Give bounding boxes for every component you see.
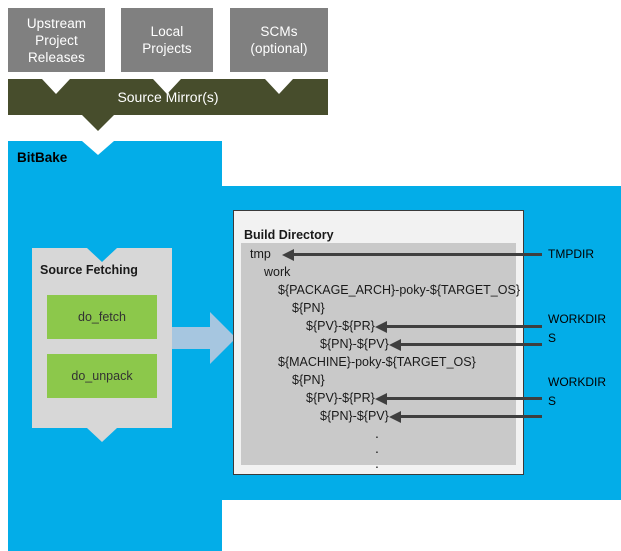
task-do-fetch[interactable]: do_fetch — [47, 295, 157, 339]
callout-arrow-head-icon-tmpdir — [282, 249, 294, 261]
mirror-output-arrow-icon — [82, 115, 114, 131]
source-fetching-output-arrow-icon — [87, 428, 117, 442]
tree-row: ${PN} — [292, 373, 325, 387]
tree-ellipsis-dot: . — [375, 440, 379, 456]
callout-line-workdir-2 — [385, 397, 542, 400]
source-box-line-1: Upstream — [26, 15, 87, 31]
callout-label-workdir-2: WORKDIR — [548, 375, 606, 389]
tree-row: ${PV}-${PR} — [306, 319, 375, 333]
tree-row: ${PACKAGE_ARCH}-poky-${TARGET_OS} — [278, 283, 520, 297]
tree-ellipsis-dot: . — [375, 455, 379, 471]
source-box-line-2: (optional) — [250, 41, 308, 56]
source-mirror-label: Source Mirror(s) — [117, 89, 219, 105]
callout-label-tmpdir: TMPDIR — [548, 247, 594, 261]
callout-arrow-head-icon-workdir-2 — [375, 393, 387, 405]
bitbake-label: BitBake — [17, 150, 68, 165]
tree-row: work — [264, 265, 291, 279]
tree-row: ${PN}-${PV} — [320, 337, 389, 351]
source-box-line-3: Releases — [27, 49, 86, 65]
tree-row: tmp — [250, 247, 271, 261]
source-box-local-projects: Local Projects — [121, 8, 213, 72]
callout-label-s-2: S — [548, 394, 557, 408]
tree-row: ${PN}-${PV} — [320, 409, 389, 423]
callout-line-s-1 — [399, 343, 542, 346]
tree-row: ${PN} — [292, 301, 325, 315]
source-box-line-1: SCMs — [260, 24, 298, 39]
bitbake-region-foot — [8, 500, 222, 551]
source-box-line-1: Local — [150, 24, 184, 39]
task-do-unpack[interactable]: do_unpack — [47, 354, 157, 398]
mirror-notch-icon-1 — [42, 79, 70, 94]
source-box-line-2: Projects — [142, 41, 192, 56]
callout-arrow-head-icon-s-2 — [389, 411, 401, 423]
callout-arrow-head-icon-s-1 — [389, 339, 401, 351]
source-box-line-2: Project — [35, 32, 78, 48]
callout-line-workdir-1 — [385, 325, 542, 328]
callout-label-workdir-1: WORKDIR — [548, 312, 606, 326]
task-do-fetch-label: do_fetch — [78, 310, 126, 324]
callout-line-s-2 — [399, 415, 542, 418]
tree-row: ${PV}-${PR} — [306, 391, 375, 405]
source-box-scms-optional: SCMs (optional) — [230, 8, 328, 72]
tree-row: ${MACHINE}-poky-${TARGET_OS} — [278, 355, 476, 369]
bitbake-region-upper — [8, 141, 222, 186]
callout-arrow-head-icon-workdir-1 — [375, 321, 387, 333]
tree-ellipsis-dot: . — [375, 425, 379, 441]
build-directory-title: Build Directory — [244, 228, 334, 242]
bitbake-top-notch-icon — [82, 141, 114, 155]
mirror-notch-icon-3 — [265, 79, 293, 94]
source-box-upstream-project-releases: Upstream Project Releases — [8, 8, 105, 72]
source-fetching-top-notch-icon — [87, 248, 117, 262]
source-fetching-title: Source Fetching — [40, 263, 138, 277]
mirror-notch-icon-2 — [153, 79, 181, 94]
task-do-unpack-label: do_unpack — [71, 369, 133, 383]
build-directory-inner-area — [241, 243, 516, 465]
fetch-to-builddir-arrow-head-icon — [210, 312, 236, 364]
callout-line-tmpdir — [292, 253, 542, 256]
callout-label-s-1: S — [548, 331, 557, 345]
fetch-to-builddir-arrow-shaft — [172, 327, 210, 349]
